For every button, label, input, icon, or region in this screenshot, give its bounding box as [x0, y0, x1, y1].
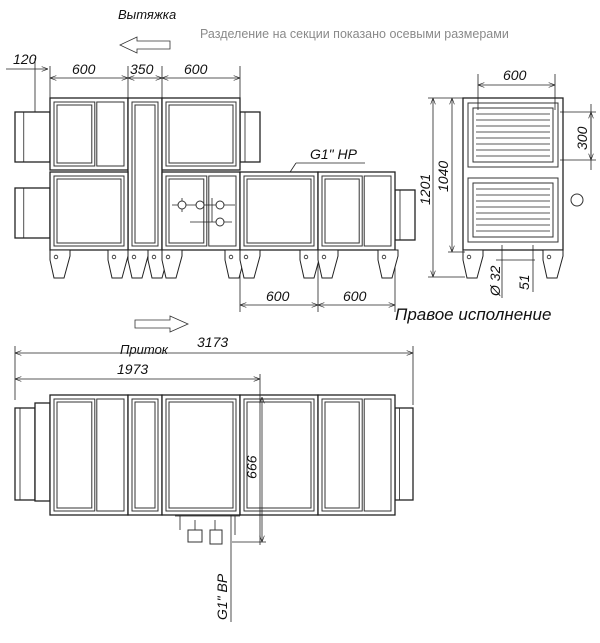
side-dim-300: 300 [574, 126, 590, 150]
duct-connector [394, 407, 414, 501]
bolt-icon [111, 254, 117, 260]
arrow-right-icon [134, 315, 189, 333]
panel-inset [324, 401, 360, 509]
support-leg [317, 249, 339, 279]
bolt-icon [165, 254, 171, 260]
variant-label: Правое исполнение [395, 305, 551, 324]
support-leg [462, 249, 484, 279]
panel-inset [246, 401, 312, 509]
dim-600-c: 600 [266, 288, 290, 304]
bolt-icon [243, 254, 249, 260]
bolt-icon [381, 254, 387, 260]
duct-connector [14, 187, 51, 239]
dim-600-b: 600 [184, 61, 208, 77]
bolt-icon [53, 254, 59, 260]
support-leg [161, 249, 183, 279]
plan-view [14, 394, 414, 545]
dim-120: 120 [13, 51, 37, 67]
bolt-icon [228, 254, 234, 260]
panel-inset [56, 401, 93, 509]
support-leg [542, 249, 564, 279]
bolt-icon [546, 254, 552, 260]
access-panel [96, 101, 125, 167]
duct-connector [394, 189, 416, 241]
dim-600-a: 600 [72, 61, 96, 77]
damper [472, 182, 554, 238]
dim-600-d: 600 [343, 288, 367, 304]
plan-dim-1973: 1973 [117, 361, 148, 377]
access-panel [363, 175, 392, 247]
plan-dim-3173: 3173 [197, 334, 228, 350]
panel-inset [134, 401, 156, 509]
exhaust-label: Вытяжка [118, 7, 176, 22]
plan-dimensions: 3173 1973 999 G1" ВР [14, 334, 414, 622]
valve-icon [570, 193, 584, 207]
bolt-icon [131, 254, 137, 260]
valve-icon [215, 217, 225, 227]
valve-icon [215, 200, 225, 210]
side-view [462, 97, 584, 279]
bolt-icon [151, 254, 157, 260]
valve-icon [177, 200, 187, 210]
side-dim-600: 600 [503, 67, 527, 83]
panel-inset [168, 104, 234, 164]
panel-inset [246, 178, 312, 244]
support-leg [49, 249, 71, 279]
damper [472, 107, 554, 163]
panel-inset [56, 104, 93, 164]
access-panel [96, 398, 125, 512]
water-pipe [175, 515, 240, 540]
panel-inset [168, 401, 234, 509]
valve-icon [195, 200, 205, 210]
side-dim-1040: 1040 [435, 161, 451, 192]
supply-label: Приток [120, 342, 169, 357]
support-leg [127, 249, 149, 279]
pipe-label-top: G1" НР [310, 146, 358, 162]
duct-connector [14, 407, 36, 501]
access-panel [208, 175, 237, 247]
bolt-icon [466, 254, 472, 260]
support-leg [107, 249, 129, 279]
pump-icon [187, 529, 203, 543]
side-dim-1201: 1201 [417, 174, 433, 205]
plan-dim-999: 999 [244, 455, 260, 479]
front-view [14, 97, 416, 279]
side-dim-51: 51 [516, 274, 532, 290]
section-note: Разделение на секции показано осевыми ра… [200, 27, 509, 41]
access-panel [363, 398, 392, 512]
duct-connector [239, 111, 261, 163]
valve-icon [209, 529, 223, 545]
support-leg [377, 249, 399, 279]
panel-inset [56, 178, 122, 244]
arrow-left-icon [119, 36, 171, 54]
side-dimensions: 600 1201 1040 300 Ø 32 51 [417, 67, 596, 298]
panel-inset [324, 178, 360, 244]
duct-flange [34, 402, 51, 502]
bolt-icon [303, 254, 309, 260]
support-leg [239, 249, 261, 279]
dim-350: 350 [130, 61, 154, 77]
bolt-icon [321, 254, 327, 260]
pipe-label-bottom: G1" ВР [214, 573, 230, 620]
duct-connector [14, 111, 51, 163]
panel-inset [168, 178, 205, 244]
panel-inset [134, 104, 156, 244]
side-dim-d32: Ø 32 [487, 265, 503, 297]
support-leg [299, 249, 321, 279]
